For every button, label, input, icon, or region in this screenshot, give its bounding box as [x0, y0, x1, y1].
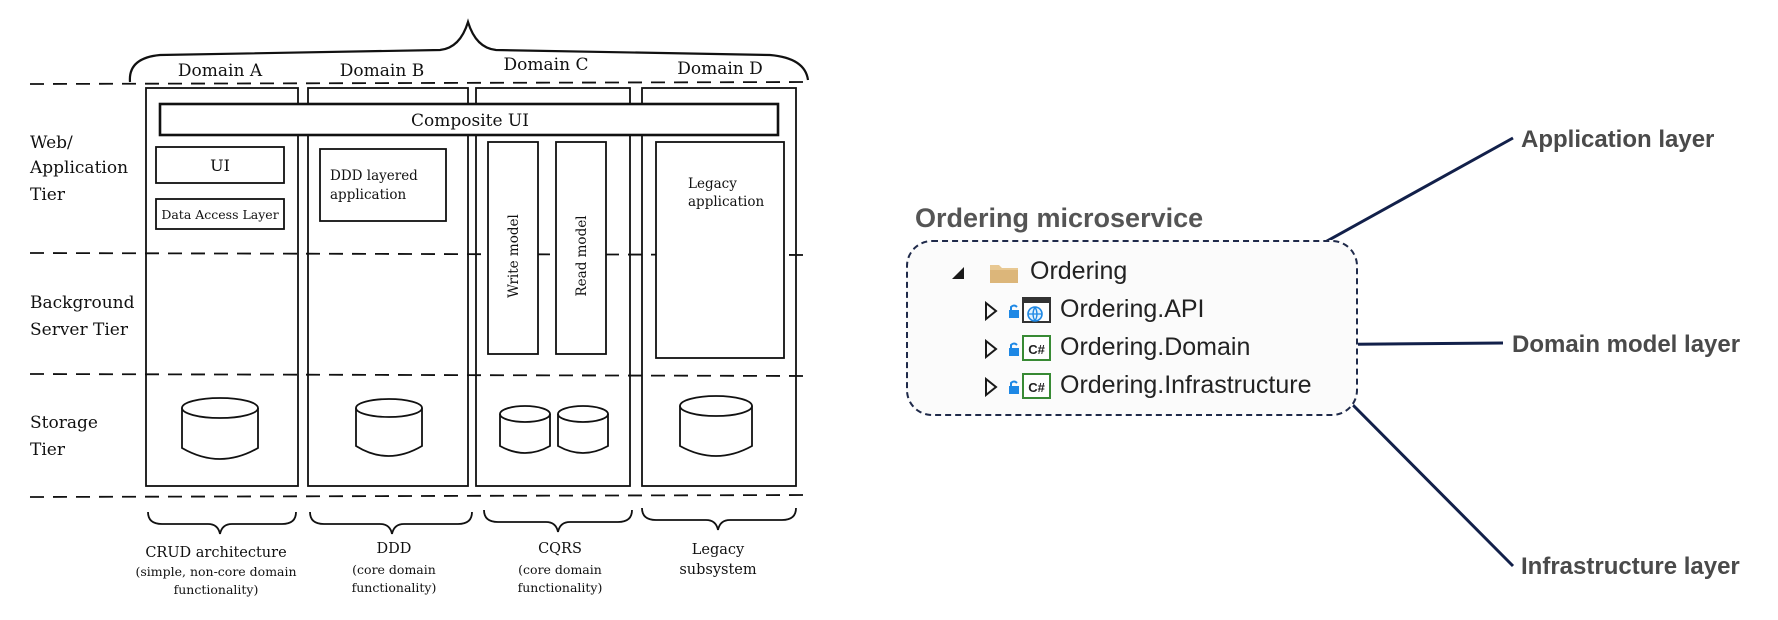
database-icon [557, 405, 609, 454]
legacy-app-line2: application [688, 194, 764, 210]
domain-c-column [475, 87, 631, 487]
legacy-app-box [655, 141, 785, 359]
web-project-icon [1022, 297, 1051, 323]
svg-text:C#: C# [1028, 380, 1045, 395]
tier-storage-line2: Tier [30, 440, 66, 460]
expanded-triangle-icon[interactable] [950, 265, 966, 281]
csharp-project-icon: C# [1022, 373, 1051, 399]
write-model-label: Write model [506, 214, 522, 298]
ordering-api-label: Ordering.API [1060, 295, 1205, 323]
domain-b-column [307, 87, 469, 487]
infrastructure-layer-arrow [1336, 388, 1515, 568]
legacy-app-line1: Legacy [688, 176, 737, 192]
tier-web-line1: Web/ [30, 133, 73, 153]
caption-d-line2: subsystem [679, 562, 757, 578]
collapsed-triangle-icon[interactable] [984, 301, 998, 321]
ui-box-label: UI [210, 156, 230, 175]
ordering-infrastructure-label: Ordering.Infrastructure [1060, 371, 1312, 399]
caption-a-line3: functionality) [174, 582, 259, 597]
tier-web-line2: Application [29, 158, 128, 178]
caption-b-line2: (core domain [352, 562, 436, 577]
application-layer-label: Application layer [1521, 126, 1715, 153]
lock-icon [1009, 304, 1019, 318]
read-model-label: Read model [574, 215, 590, 296]
caption-a-line2: (simple, non-core domain [135, 564, 296, 579]
ddd-layered-app-line2: application [330, 187, 406, 203]
database-icon [181, 397, 259, 460]
ddd-layered-app-line1: DDD layered [330, 168, 418, 184]
lock-icon [1009, 380, 1019, 394]
database-icon [355, 398, 423, 457]
csharp-project-icon: C# [1022, 335, 1051, 361]
lock-icon [1009, 342, 1019, 356]
domain-a-label: Domain A [178, 61, 263, 81]
caption-d-line1: Legacy [692, 542, 745, 558]
database-icon [499, 405, 551, 454]
ordering-microservice-title: Ordering microservice [915, 203, 1204, 233]
composite-ui-bar [158, 102, 780, 137]
bottom-braces [147, 507, 797, 535]
collapsed-triangle-icon[interactable] [984, 377, 998, 397]
caption-b-line3: functionality) [352, 580, 437, 595]
domain-d-label: Domain D [677, 59, 763, 79]
tier-web-line3: Tier [30, 185, 66, 205]
caption-a-line1: CRUD architecture [145, 545, 286, 561]
svg-text:C#: C# [1028, 342, 1045, 357]
data-access-layer-box [155, 198, 285, 230]
domain-c-label: Domain C [504, 55, 589, 75]
domain-d-column [641, 87, 797, 487]
caption-c-line2: (core domain [518, 562, 602, 577]
domain-b-label: Domain B [340, 61, 424, 81]
storage-cylinders [181, 395, 753, 460]
domain-a-column [145, 87, 299, 487]
data-access-layer-label: Data Access Layer [161, 207, 278, 222]
folder-icon [990, 265, 1018, 283]
tier-bg-line2: Server Tier [30, 320, 129, 340]
caption-b-line1: DDD [377, 541, 412, 557]
collapsed-triangle-icon[interactable] [984, 339, 998, 359]
write-model-box [487, 141, 539, 355]
composite-ui-label: Composite UI [411, 111, 529, 131]
tree-root-label: Ordering [1030, 257, 1128, 285]
caption-c-line3: functionality) [518, 580, 603, 595]
caption-c-line1: CQRS [538, 541, 582, 557]
infrastructure-layer-label: Infrastructure layer [1521, 553, 1740, 580]
database-icon [679, 395, 753, 457]
solution-explorer-tree: Ordering Ordering.API C# Orderin [906, 240, 1358, 416]
read-model-box [555, 141, 607, 355]
ordering-domain-label: Ordering.Domain [1060, 333, 1251, 361]
domain-model-layer-label: Domain model layer [1512, 331, 1741, 358]
ddd-layered-app-box [319, 148, 447, 222]
tier-storage-line1: Storage [30, 413, 98, 433]
tier-bg-line1: Background [30, 293, 135, 313]
top-brace [128, 18, 810, 83]
ui-box [155, 146, 285, 184]
